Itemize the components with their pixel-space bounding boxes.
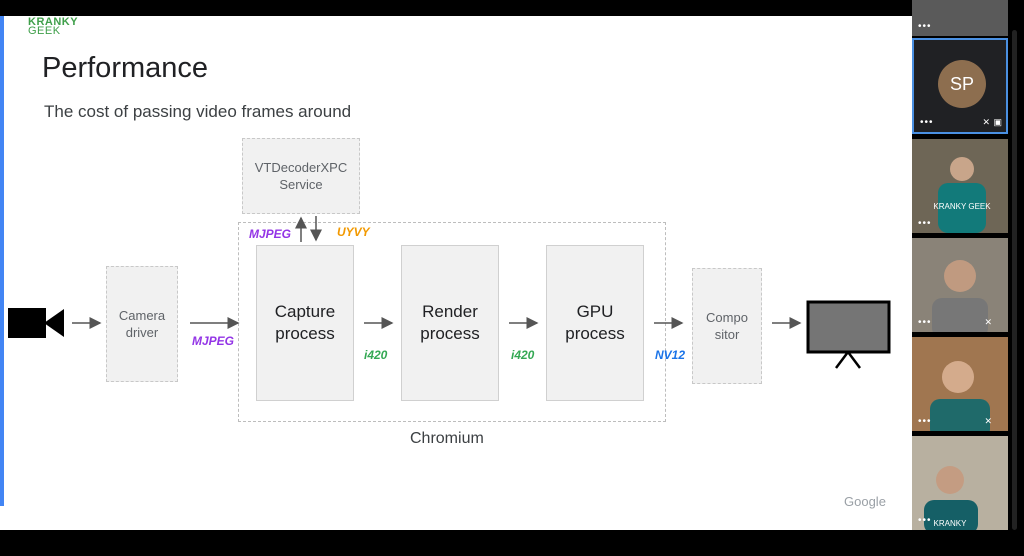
more-options-icon[interactable]: ••• [920, 117, 934, 128]
participant-video [912, 238, 1008, 332]
kranky-geek-logo: KRANKY GEEK [28, 16, 79, 37]
capture-label-2: process [275, 324, 335, 343]
logo-line-2: GEEK [28, 25, 61, 37]
logo-line-1: KRANKY [28, 16, 79, 28]
participant-video [912, 337, 1008, 431]
gpu-label-2: process [565, 324, 625, 343]
compositor-label-2: sitor [714, 327, 740, 342]
participant-tile-top[interactable]: ••• [912, 0, 1008, 36]
presenting-icon: ▣ [993, 117, 1002, 127]
participant-video: KRANKY GEEK [912, 139, 1008, 233]
capture-process-box: Capture process [256, 245, 354, 401]
vtdecoder-service-box: VTDecoderXPC Service [242, 138, 360, 214]
capture-label-1: Capture [274, 302, 336, 321]
participant-sidebar: ••• SP ••• ✕ ▣ KRANKY GEEK ••• ••• [912, 0, 1024, 556]
more-options-icon[interactable]: ••• [918, 515, 932, 526]
avatar: SP [938, 60, 986, 108]
mic-muted-icon: ✕ [984, 416, 992, 426]
participant-tile-4[interactable]: ••• ✕ [912, 337, 1008, 431]
slide-subtitle: The cost of passing video frames around [44, 102, 352, 121]
participant-tile-5[interactable]: KRANKY ••• [912, 436, 1008, 530]
vtdecoder-label: VTDecoderXPC Service [254, 160, 348, 192]
participant-tile-sp[interactable]: SP ••• ✕ ▣ [912, 38, 1008, 134]
more-options-icon[interactable]: ••• [918, 317, 932, 328]
format-label-i420-a: i420 [364, 348, 388, 362]
slide-title: Performance [42, 52, 209, 84]
compositor-label-1: Compo [706, 310, 748, 325]
display-icon [806, 300, 891, 369]
render-label-1: Render [422, 302, 478, 321]
format-label-nv12: NV12 [655, 348, 686, 362]
mic-muted-icon: ✕ [982, 117, 990, 127]
format-label-mjpeg-top: MJPEG [249, 227, 292, 241]
shirt-text: KRANKY [934, 519, 968, 528]
format-label-i420-b: i420 [511, 348, 535, 362]
diagram-arrows [8, 216, 891, 369]
gpu-label-1: GPU [576, 302, 614, 321]
render-label-2: process [420, 324, 480, 343]
format-label-mjpeg-in: MJPEG [192, 334, 235, 348]
mic-muted-icon: ✕ [984, 317, 992, 327]
camera-driver-box: Camera driver [106, 266, 178, 382]
more-options-icon[interactable]: ••• [918, 21, 932, 32]
camera-driver-label-1: Camera [118, 308, 166, 323]
shirt-text: KRANKY GEEK [933, 202, 991, 211]
participant-tile-3[interactable]: ••• ✕ [912, 238, 1008, 332]
chromium-group-label: Chromium [410, 430, 484, 447]
google-footer: Google [844, 494, 886, 509]
participant-tile-2[interactable]: KRANKY GEEK ••• [912, 139, 1008, 233]
gpu-process-box: GPU process [546, 245, 644, 401]
more-options-icon[interactable]: ••• [918, 218, 932, 229]
sidebar-scrollbar[interactable] [1012, 30, 1017, 530]
format-label-uyvy: UYVY [337, 225, 370, 239]
participant-video: KRANKY [912, 436, 1008, 530]
camera-driver-label-2: driver [125, 325, 159, 340]
compositor-box: Compo sitor [692, 268, 762, 384]
camera-icon [8, 308, 64, 338]
render-process-box: Render process [401, 245, 499, 401]
presentation-slide: KRANKY GEEK Performance The cost of pass… [0, 16, 912, 530]
slide-accent-bar [0, 16, 4, 506]
more-options-icon[interactable]: ••• [918, 416, 932, 427]
